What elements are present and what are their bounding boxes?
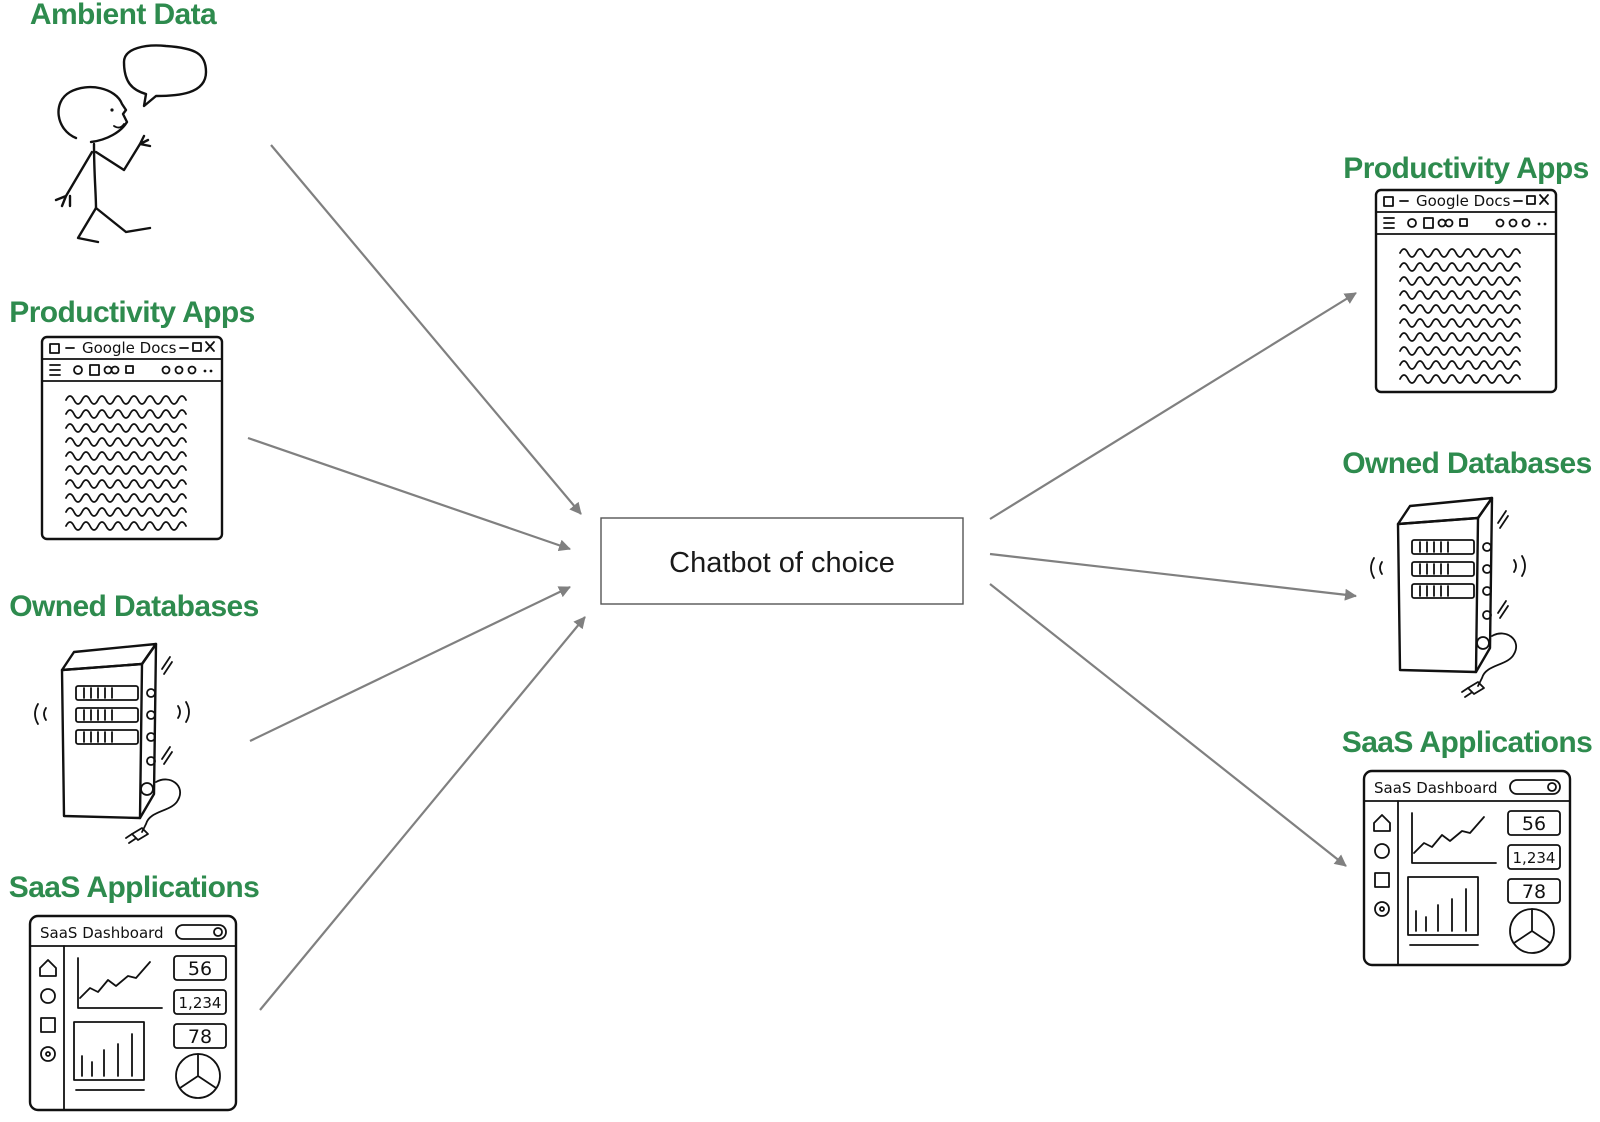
chatbot-label: Chatbot of choice (669, 547, 895, 579)
output-label-productivity-apps: Productivity Apps (1343, 152, 1588, 185)
output-arrows (989, 292, 1357, 867)
dashboard-metric: 56 (188, 958, 212, 980)
dashboard-icon: SaaS Dashboard 56 1,234 78 (28, 914, 238, 1112)
output-label-saas-applications: SaaS Applications (1342, 726, 1592, 759)
dashboard-title: SaaS Dashboard (40, 924, 164, 942)
doc-window-title: Google Docs (82, 339, 177, 357)
document-window-icon: Google Docs (40, 335, 224, 541)
arrow-chatbot-to-saas (989, 583, 1347, 867)
document-window-icon: Google Docs (1374, 188, 1558, 394)
input-owned-databases: Owned Databases (9, 590, 259, 845)
server-icon (33, 642, 191, 845)
dashboard-metric: 78 (188, 1026, 212, 1048)
arrow-saas-to-chatbot (259, 616, 586, 1011)
person-speaking-icon (54, 44, 208, 244)
dashboard-metric: 1,234 (179, 994, 222, 1012)
dashboard-title: SaaS Dashboard (1374, 779, 1498, 797)
arrow-databases-to-chatbot (249, 586, 571, 742)
input-productivity-apps: Productivity Apps Google Docs (9, 296, 255, 541)
dashboard-metric: 56 (1522, 813, 1546, 835)
chatbot-node: Chatbot of choice (600, 517, 964, 605)
input-ambient-data: Ambient Data (30, 0, 218, 244)
input-label-owned-databases: Owned Databases (9, 590, 258, 623)
dashboard-metric: 78 (1522, 881, 1546, 903)
arrow-productivity-to-chatbot (247, 436, 571, 552)
output-saas-applications: SaaS Applications SaaS Dashboard 56 1,23… (1342, 726, 1593, 967)
dashboard-icon: SaaS Dashboard 56 1,234 78 (1362, 769, 1572, 967)
arrow-ambient-to-chatbot (270, 144, 582, 515)
output-label-owned-databases: Owned Databases (1342, 447, 1591, 480)
input-label-ambient-data: Ambient Data (30, 0, 217, 31)
arrow-chatbot-to-databases (989, 552, 1357, 601)
server-icon (1369, 496, 1527, 699)
doc-window-title: Google Docs (1416, 192, 1511, 210)
input-label-productivity-apps: Productivity Apps (9, 296, 254, 329)
input-label-saas-applications: SaaS Applications (9, 871, 259, 904)
output-productivity-apps: Productivity Apps Google Docs (1343, 152, 1589, 394)
output-owned-databases: Owned Databases (1342, 447, 1592, 699)
arrow-chatbot-to-productivity (989, 292, 1357, 520)
input-saas-applications: SaaS Applications SaaS Dashboard 56 1,23… (9, 871, 260, 1112)
input-arrows (247, 144, 586, 1011)
dashboard-metric: 1,234 (1513, 849, 1556, 867)
